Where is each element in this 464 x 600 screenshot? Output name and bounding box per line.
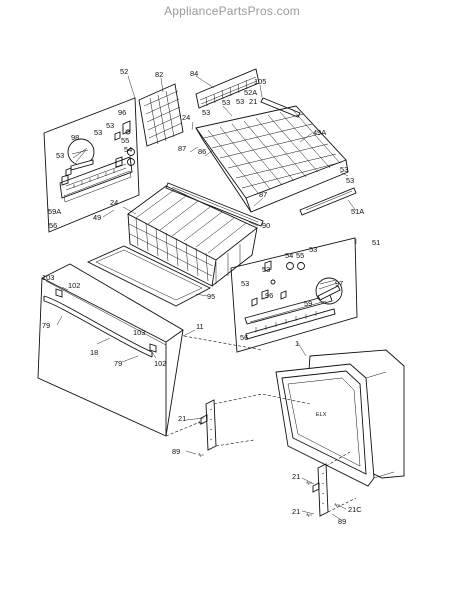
label-53i: 53: [309, 245, 317, 254]
label-86: 86: [198, 147, 206, 156]
label-door-mark: ELX: [316, 412, 327, 418]
label-21b: 21: [178, 414, 186, 423]
label-55b: 55: [296, 251, 304, 260]
label-1: 1: [295, 339, 299, 348]
label-59: 59: [304, 299, 312, 308]
label-95: 95: [207, 292, 215, 301]
label-90: 90: [262, 221, 270, 230]
label-53c: 53: [202, 108, 210, 117]
label-52a: 52A: [244, 88, 257, 97]
upper-basket: [195, 105, 357, 216]
screws: [198, 420, 340, 518]
basket-divider-82: [138, 83, 184, 147]
label-89b: 89: [338, 517, 346, 526]
label-53h: 53: [346, 176, 354, 185]
label-49a: 49A: [313, 128, 326, 137]
label-21d: 21: [292, 507, 300, 516]
label-102a: 102: [68, 281, 80, 290]
label-84: 84: [190, 69, 198, 78]
label-79b: 79: [114, 359, 122, 368]
label-87a: 87: [178, 144, 186, 153]
assembly-dash-lines: [165, 335, 357, 513]
basket-divider-84: [195, 68, 260, 109]
label-18: 18: [90, 348, 98, 357]
label-54b: 54: [285, 251, 293, 260]
label-53f: 53: [56, 151, 64, 160]
door-frame: [275, 349, 405, 487]
inset-box-left: [43, 97, 140, 233]
label-59a: 59A: [48, 207, 61, 216]
label-21C: 21C: [348, 505, 362, 514]
label-49: 49: [93, 213, 101, 222]
label-11: 11: [196, 322, 204, 331]
label-89a: 89: [172, 447, 180, 456]
label-56b: 56: [240, 333, 248, 342]
label-24a: 24: [182, 113, 190, 122]
label-105: 105: [254, 77, 266, 86]
label-96b: 96: [265, 291, 273, 300]
label-51a: 51A: [351, 207, 364, 216]
label-54a: 54: [124, 145, 132, 154]
label-51: 51: [372, 238, 380, 247]
lower-basket: [127, 185, 258, 287]
part-labels: 52 82 84 105 52A 53 21 53 53 96 24 53 53…: [42, 67, 380, 526]
label-53d: 53: [106, 121, 114, 130]
label-103a: 103: [42, 273, 54, 282]
site-watermark: AppliancePartsPros.com: [164, 4, 300, 18]
label-87b: 87: [259, 190, 267, 199]
label-97: 97: [335, 279, 343, 288]
label-21c: 21: [292, 472, 300, 481]
label-96a: 96: [118, 108, 126, 117]
label-53a: 53: [236, 97, 244, 106]
label-98: 98: [71, 133, 79, 142]
hinge-bracket-right: [312, 463, 329, 517]
label-53g: 53: [340, 165, 348, 174]
label-55a: 55: [121, 136, 129, 145]
label-53b: 53: [222, 98, 230, 107]
label-56a: 56: [49, 221, 57, 230]
label-52: 52: [120, 67, 128, 76]
glass-panel-95: [86, 245, 211, 307]
hinge-bracket-left: [200, 399, 217, 451]
leader-lines: [56, 75, 357, 520]
label-103b: 103: [133, 328, 145, 337]
label-53e: 53: [94, 128, 102, 137]
label-24b: 24: [110, 198, 118, 207]
label-21a: 21: [249, 97, 257, 106]
label-102b: 102: [154, 359, 166, 368]
label-82: 82: [155, 70, 163, 79]
drawer-front: [37, 263, 184, 437]
label-79a: 79: [42, 321, 50, 330]
support-bar-105: [260, 97, 301, 118]
label-53k: 53: [241, 279, 249, 288]
label-53j: 53: [262, 265, 270, 274]
inset-box-right: [230, 237, 358, 353]
